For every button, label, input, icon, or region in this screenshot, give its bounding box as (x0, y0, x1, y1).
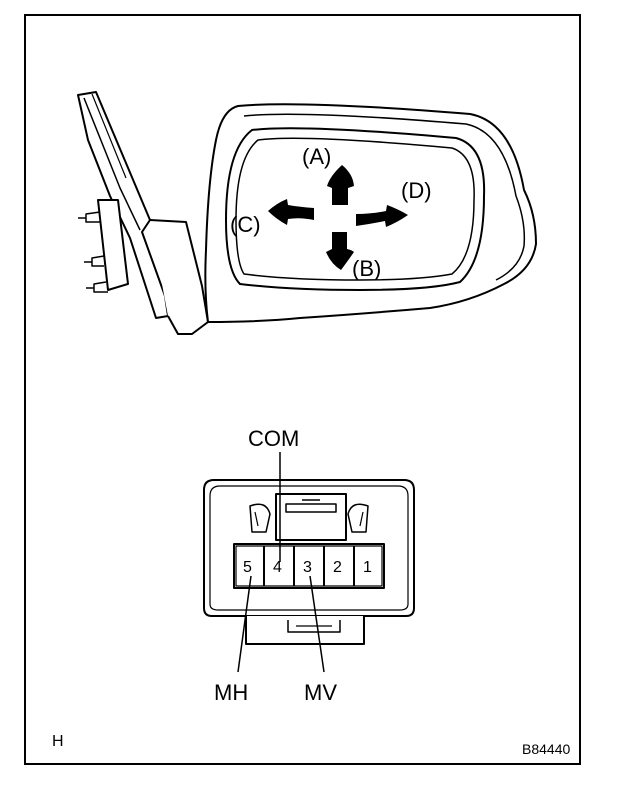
mirror-bracket (97, 199, 129, 291)
connector-lock-tab (245, 616, 365, 645)
leader-mv (309, 575, 325, 673)
mirror-illustration (77, 91, 537, 335)
label-mv: MV (304, 680, 337, 705)
direction-label-a: (A) (302, 144, 331, 169)
connector (203, 479, 415, 645)
mirror-glass (225, 127, 486, 291)
pin-5: 5 (243, 559, 252, 576)
connector-pin-block (233, 543, 385, 589)
leader-mh (237, 575, 252, 673)
arrow-up (327, 165, 354, 205)
arrow-right (356, 205, 408, 227)
arrow-left (268, 199, 314, 225)
direction-label-d: (D) (401, 178, 432, 203)
pin-1: 1 (363, 559, 372, 576)
arrow-down (326, 232, 354, 270)
label-mh: MH (214, 680, 248, 705)
direction-label-b: (B) (352, 256, 381, 281)
corner-letter: H (52, 733, 64, 750)
leader-lines (237, 452, 325, 673)
connector-latch (275, 493, 347, 541)
pin-4: 4 (273, 559, 282, 576)
pin-2: 2 (333, 559, 342, 576)
direction-arrows (268, 165, 408, 270)
label-com: COM (248, 426, 299, 451)
direction-label-c: (C) (230, 212, 261, 237)
pin-3: 3 (303, 559, 312, 576)
figure-code: B84440 (522, 741, 570, 757)
